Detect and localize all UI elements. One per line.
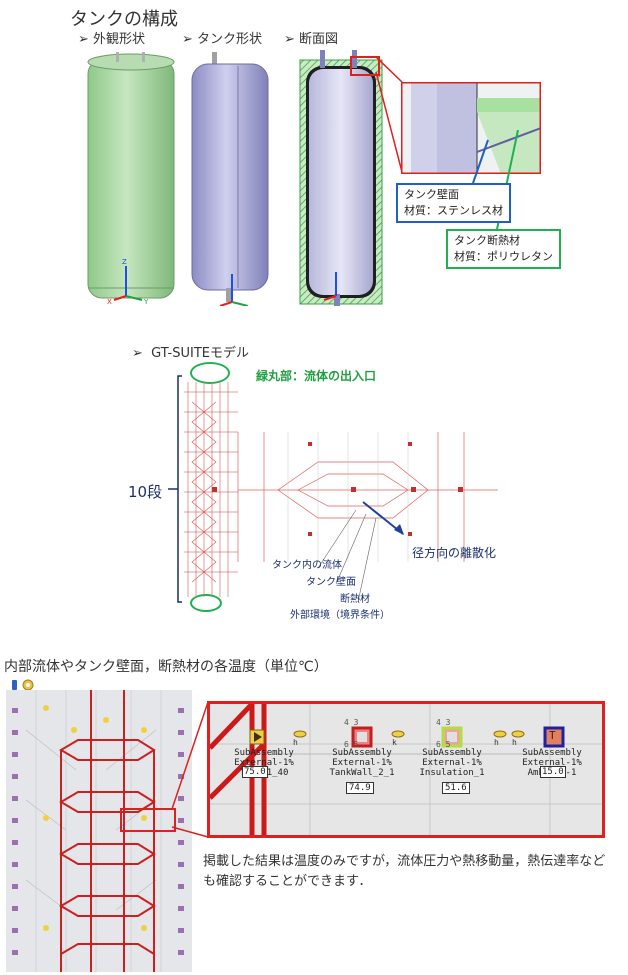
green-circle-note: 緑丸部：流体の出入口 bbox=[256, 369, 377, 383]
link-label-2: k bbox=[392, 738, 397, 747]
callout-insulation: タンク断熱材 材質：ポリウレタン bbox=[446, 229, 561, 269]
cross-section-zoom bbox=[401, 82, 541, 174]
model-zoom-connectors bbox=[171, 701, 209, 838]
link-label-1: h bbox=[293, 738, 298, 747]
outlet-circle-bottom bbox=[190, 594, 222, 612]
link-label-4: h bbox=[512, 738, 517, 747]
label-tank-shape: ➢ タンク形状 bbox=[182, 32, 263, 47]
svg-text:Z: Z bbox=[122, 258, 127, 266]
insulation-icon-number-top: 4 3 bbox=[436, 718, 451, 727]
ambient-icon-letter: T bbox=[549, 729, 556, 742]
label-exterior: ➢ 外観形状 bbox=[78, 32, 146, 47]
zoom-panel-graphics bbox=[210, 704, 602, 835]
block-tank-wall: SubAssembly External-1% TankWall_2_1 bbox=[329, 748, 395, 778]
block-insulation: SubAssembly External-1% Insulation_1 bbox=[419, 748, 485, 778]
radial-label: 径方向の離散化 bbox=[412, 546, 497, 560]
layer-fluid: タンク内の流体 bbox=[272, 560, 342, 571]
zoom-connector-lines bbox=[375, 56, 403, 173]
callout-tank-wall: タンク壁面 材質：ステンレス材 bbox=[396, 183, 511, 223]
layer-wall: タンク壁面 bbox=[306, 577, 356, 588]
tank-cross-section-illustration bbox=[299, 50, 383, 306]
wall-icon-number-bottom: 6 5 bbox=[344, 740, 359, 749]
toolbar-icons bbox=[12, 679, 34, 691]
zoom-source-box bbox=[350, 56, 380, 76]
label-gt-suite-model: ➢ GT-SUITEモデル bbox=[132, 346, 249, 361]
gt-suite-model-diagram bbox=[168, 375, 498, 603]
layer-insulation: 断熱材 bbox=[340, 594, 370, 605]
axis-triad-icon bbox=[113, 266, 143, 301]
value-insulation: 51.6 bbox=[442, 782, 470, 794]
model-zoom-panel: h k h h 4 3 6 5 4 3 6 5 T SubAssembly Ex… bbox=[207, 701, 605, 838]
svg-text:Y: Y bbox=[143, 298, 149, 306]
value-tank-fluid: 75.0 bbox=[242, 766, 268, 778]
results-note: 掲載した結果は温度のみですが，流体圧力や熱移動量，熱伝達率なども確認することがで… bbox=[203, 854, 606, 889]
link-label-3: h bbox=[494, 738, 499, 747]
section1-title: タンクの構成 bbox=[70, 9, 178, 30]
inlet-circle-top bbox=[190, 362, 230, 384]
wall-icon-number-top: 4 3 bbox=[344, 718, 359, 727]
zoom-source-box-model bbox=[120, 808, 176, 832]
tank-exterior-illustration: Z X Y bbox=[87, 52, 175, 306]
value-ambient: 15.0 bbox=[540, 766, 566, 778]
section3-title: 内部流体やタンク壁面，断熱材の各温度（単位℃） bbox=[4, 659, 328, 675]
layer-ambient: 外部環境（境界条件） bbox=[290, 610, 390, 621]
insulation-icon-number-bottom: 6 5 bbox=[436, 740, 451, 749]
label-cross-section: ➢ 断面図 bbox=[284, 32, 339, 47]
stages-label: 10段 bbox=[128, 483, 163, 501]
value-tank-wall: 74.9 bbox=[346, 782, 374, 794]
svg-text:X: X bbox=[107, 298, 112, 306]
tank-shape-illustration bbox=[191, 52, 269, 306]
